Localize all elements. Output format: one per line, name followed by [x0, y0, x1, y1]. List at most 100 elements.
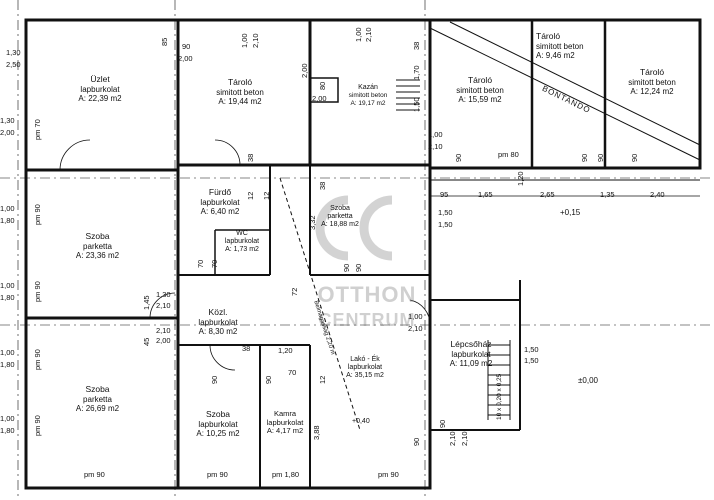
room-surface: simitott beton — [216, 87, 264, 97]
room-surface: lapburkolat — [198, 419, 238, 429]
dimension: 90 — [342, 263, 351, 272]
dimension: 1,20 — [278, 346, 293, 355]
room-name: Lépcsőház — [450, 339, 492, 349]
level-plus015: +0,15 — [560, 208, 581, 217]
kazan-stair — [396, 79, 420, 111]
room-name: Tároló — [467, 75, 493, 85]
dimension: pm 90 — [84, 470, 105, 479]
room-name: Tároló — [227, 77, 253, 87]
room-area: A: 8,30 m2 — [198, 326, 238, 336]
room-tarolo-1: Tároló simitott beton A: 19,44 m2 — [190, 77, 290, 106]
room-area: A: 12,24 m2 — [630, 86, 674, 96]
dimension: 2,10 — [251, 33, 260, 48]
room-surface: lapburkolat — [224, 238, 260, 246]
room-area: A: 35,15 m2 — [346, 372, 384, 380]
dimension: 90 — [264, 375, 273, 384]
outer-wall — [24, 18, 432, 490]
room-area: A: 23,36 m2 — [75, 250, 120, 260]
dimension: 85 — [160, 37, 169, 46]
room-tarolo-3: Tároló simitott beton A: 9,46 m2 — [536, 31, 604, 60]
room-area: A: 1,73 m2 — [225, 246, 259, 254]
room-surface: simitott beton — [536, 41, 584, 51]
dimension: 2,10 — [156, 301, 171, 310]
dimension: 1,00 — [428, 130, 443, 139]
room-name: Szoba — [205, 409, 231, 419]
room-szoba-3: Szoba parketta A: 26,69 m2 — [50, 384, 145, 413]
dimension: 2,10 — [448, 431, 457, 446]
dimension: 1,50 — [438, 208, 453, 217]
dimension: pm 90 — [33, 415, 42, 436]
dimension: 12 — [262, 191, 271, 200]
dimension: 38 — [318, 181, 327, 190]
dimension: 2,50 — [6, 60, 21, 69]
watermark-line1: OTTHON — [317, 282, 417, 307]
storage-wall — [428, 18, 702, 170]
dimension: 90 — [438, 419, 447, 428]
level-zero: ±0,00 — [578, 376, 598, 385]
room-name: Közl. — [208, 307, 228, 317]
room-area: A: 22,39 m2 — [78, 93, 122, 103]
room-szoba-4: Szoba lapburkolat A: 10,25 m2 — [183, 409, 253, 438]
dimension: 1,00 — [0, 348, 15, 357]
room-name: WC — [236, 230, 248, 237]
room-surface: lapburkolat — [198, 317, 238, 327]
room-name: Fürdő — [208, 187, 232, 197]
room-name: Üzlet — [90, 74, 110, 84]
room-area: A: 18,88 m2 — [321, 221, 359, 229]
dimension: 1,00 — [408, 312, 423, 321]
room-name: Szoba — [85, 384, 110, 394]
dimension: 1,65 — [478, 190, 493, 199]
dimension: pm 80 — [498, 150, 519, 159]
room-name: Szoba — [330, 205, 350, 212]
dimension: 70 — [196, 259, 205, 268]
lepcsohaz-stair — [487, 340, 511, 420]
room-tarolo-4: Tároló simitott beton A: 12,24 m2 — [612, 67, 692, 96]
dimension: 70 — [288, 368, 297, 377]
dimension: 1,80 — [0, 360, 15, 369]
dimension: 2,10 — [428, 142, 443, 151]
dimension: 1,00 — [240, 33, 249, 48]
dimension: 38 — [242, 344, 251, 353]
room-surface: lapburkolat — [80, 84, 120, 94]
dimension: 1,35 — [600, 190, 615, 199]
room-surface: simitott beton — [348, 92, 388, 100]
dimension: 45 — [142, 337, 151, 346]
watermark-line2: CENTRUM — [318, 310, 416, 330]
dimension: 1,80 — [0, 426, 15, 435]
room-kazan: Kazán simitott beton A: 19,17 m2 — [338, 84, 398, 107]
room-surface: simitott beton — [628, 77, 676, 87]
dimension: pm 90 — [33, 204, 42, 225]
dimension: 1,30 — [0, 116, 15, 125]
dimension: 1,45 — [142, 295, 151, 310]
room-szoba-2: Szoba parketta A: 18,88 m2 — [310, 205, 370, 229]
dimension: 90 — [354, 263, 363, 272]
room-name: Kazán — [358, 84, 378, 91]
room-wc: WC lapburkolat A: 1,73 m2 — [214, 230, 270, 254]
stair-note: 10 x 0,20 x 0,25 — [496, 373, 503, 420]
room-surface: parketta — [83, 241, 112, 251]
room-kozl: Közl. lapburkolat A: 8,30 m2 — [183, 307, 253, 336]
dimension: 72 — [290, 287, 299, 296]
dimension: 38 — [412, 41, 421, 50]
door-swing — [214, 139, 241, 166]
dimension: pm 1,80 — [272, 470, 300, 479]
watermark-logo — [315, 195, 393, 261]
dimension: 90 — [596, 153, 605, 162]
door-swing — [149, 292, 176, 319]
room-szoba-1: Szoba parketta A: 23,36 m2 — [50, 231, 145, 260]
dimension: 95 — [440, 190, 449, 199]
room-area: A: 4,17 m2 — [266, 426, 304, 436]
dimension: 2,10 — [364, 27, 373, 42]
dimension: 90 — [454, 153, 463, 162]
room-area: A: 11,09 m2 — [449, 358, 493, 368]
room-area: A: 26,69 m2 — [75, 403, 120, 413]
room-name: Szoba — [85, 231, 110, 241]
dimension: 2,00 — [156, 336, 171, 345]
dimension: 1,20 — [516, 171, 525, 186]
room-lako: Lakó - Ék lapburkolat A: 35,15 m2 — [330, 356, 400, 380]
dimension: 1,00 — [0, 281, 15, 290]
dimension: 1,50 — [438, 220, 453, 229]
dimension: 2,00 — [178, 54, 193, 63]
room-surface: parketta — [83, 394, 112, 404]
